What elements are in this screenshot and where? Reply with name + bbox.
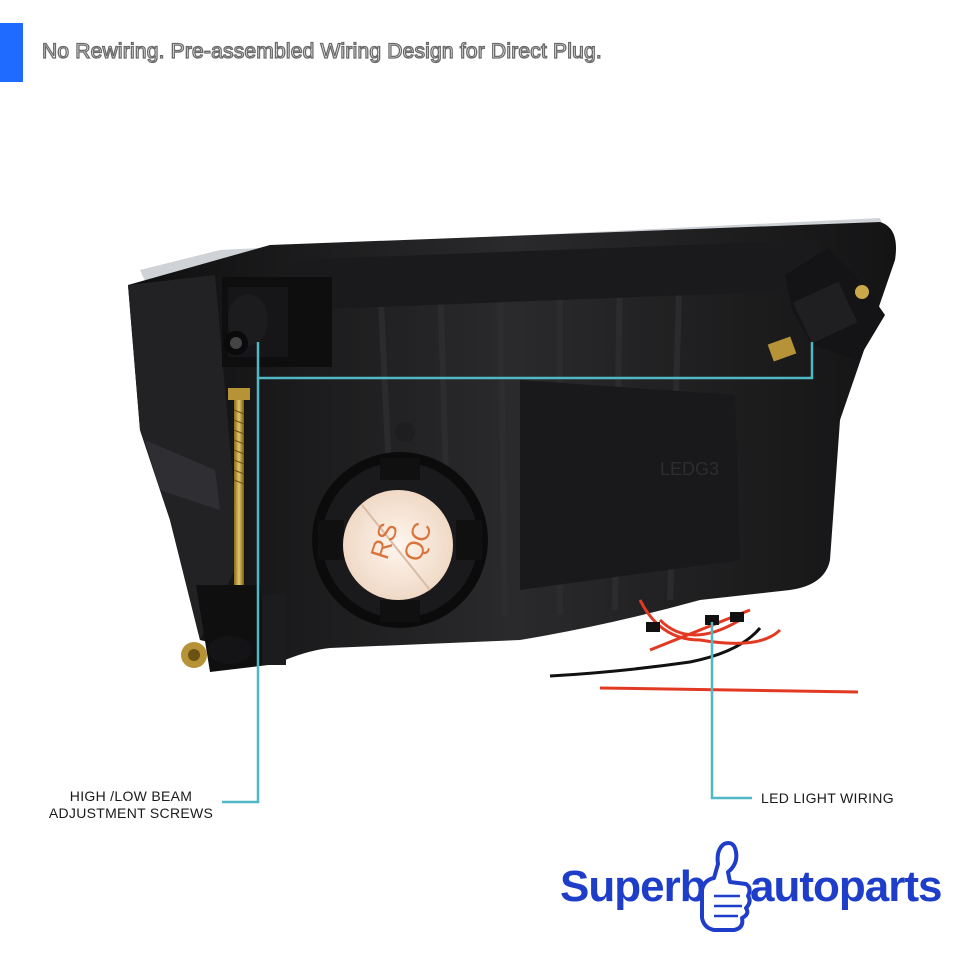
callout-lines bbox=[222, 342, 814, 804]
svg-text:LEDG3: LEDG3 bbox=[660, 459, 719, 479]
callout-led-wiring: LED LIGHT WIRING bbox=[761, 790, 894, 806]
headline: No Rewiring. Pre-assembled Wiring Design… bbox=[41, 39, 602, 63]
brand-logo: Superb autoparts bbox=[560, 838, 942, 948]
callout-adjustment-screws: HIGH /LOW BEAM ADJUSTMENT SCREWS bbox=[44, 788, 218, 822]
callout-left-line1: HIGH /LOW BEAM bbox=[69, 788, 193, 804]
callout-left-line2: ADJUSTMENT SCREWS bbox=[48, 805, 214, 821]
adjustment-screw bbox=[234, 395, 244, 595]
brand-word-left: Superb bbox=[560, 862, 707, 911]
brand-word-right: autoparts bbox=[750, 862, 942, 911]
thumbs-up-icon bbox=[700, 841, 752, 932]
accent-bar bbox=[0, 23, 23, 82]
